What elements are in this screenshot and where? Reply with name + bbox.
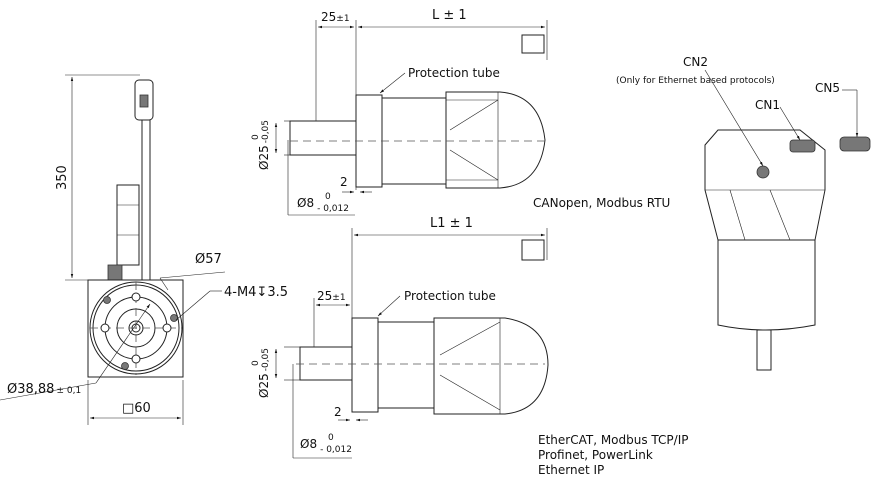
length-350-label: 350: [55, 165, 70, 190]
flange-gap-label: 2: [340, 175, 348, 189]
variant-label-canopen: CANopen, Modbus RTU: [533, 196, 670, 210]
cn2-note: (Only for Ethernet based protocols): [616, 76, 775, 86]
bolt-circle-label: Ø38,88± 0,1: [7, 382, 81, 397]
shaft-tol-upper: 0: [328, 433, 334, 443]
flange-size-label: □60: [122, 401, 151, 416]
total-length-label: L1 ± 1: [430, 216, 473, 231]
cn5-label: CN5: [815, 81, 840, 95]
shaft-length-label: 25±1: [317, 289, 346, 303]
front-view: 350 Ø57 4-M4↧3.5 Ø38,88± 0,1 □60: [0, 74, 288, 425]
connector: [521, 239, 545, 261]
protection-tube-label: Protection tube: [408, 66, 500, 80]
shaft-tol-upper: 0: [325, 192, 331, 202]
flange-gap-label: 2: [334, 405, 342, 419]
shaft-length-label: 25±1: [321, 10, 350, 24]
cn1-label: CN1: [755, 98, 780, 112]
total-length-label: L ± 1: [432, 8, 467, 23]
shaft: [756, 329, 772, 371]
protection-tube-label: Protection tube: [404, 289, 496, 303]
connector-housing: [116, 184, 140, 266]
side-view-canopen: 25±1 L ± 1 Ø25-0,05 0 2 Ø8- 0,012 0 Prot…: [251, 8, 670, 216]
cn1-connector: [789, 139, 816, 153]
variant-label-profinet: Profinet, PowerLink: [538, 448, 653, 462]
shaft-diameter-label: Ø8- 0,012: [297, 196, 349, 214]
shaft-diameter-label: Ø8- 0,012: [300, 437, 352, 455]
cn5-connector: [839, 136, 871, 152]
side-view-ethernet: L1 ± 1 25±1 Ø25-0,05 0 2 Ø8- 0,012 0 Pro…: [251, 216, 689, 477]
variant-label-ethercat: EtherCAT, Modbus TCP/IP: [538, 433, 689, 447]
pilot-tol-upper: 0: [251, 134, 261, 140]
thread-note-label: 4-M4↧3.5: [224, 285, 288, 300]
cn2-connector: [756, 165, 770, 179]
cn2-label: CN2: [683, 55, 708, 69]
pilot-diameter-label: Ø25-0,05: [257, 120, 271, 170]
pilot-diameter-label: Ø25-0,05: [257, 348, 271, 398]
connector: [521, 34, 545, 54]
diameter-57-label: Ø57: [195, 252, 222, 267]
iso-view: CN2 (Only for Ethernet based protocols) …: [616, 55, 871, 371]
variant-label-ethernet-ip: Ethernet IP: [538, 463, 604, 477]
pilot-tol-upper: 0: [251, 360, 261, 366]
